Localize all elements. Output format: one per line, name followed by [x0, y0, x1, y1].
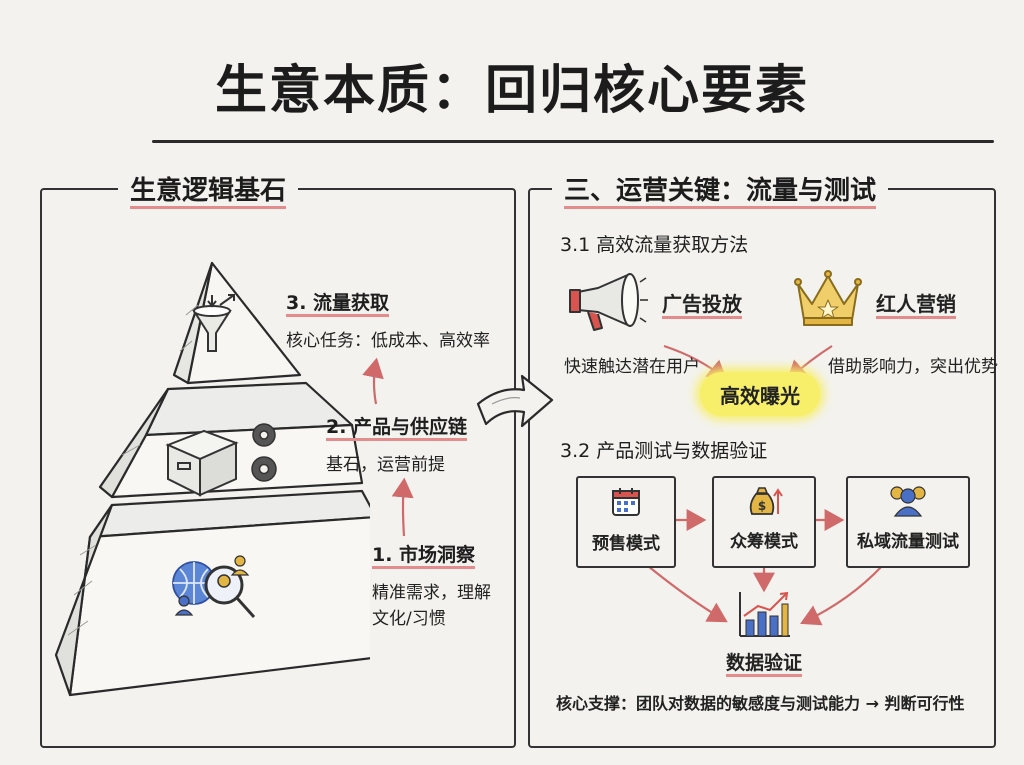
right-heading-text: 三、运营关键：流量与测试: [564, 176, 877, 209]
kol-label: 红人营销: [876, 288, 956, 319]
crown-icon: [794, 270, 862, 326]
presale-box: 预售模式: [576, 476, 676, 568]
calendar-icon: [612, 488, 640, 516]
arrow-step1-to-step2: [391, 477, 414, 537]
section1-title: 3.1 高效流量获取方法: [560, 234, 749, 256]
crowdfunding-label: 众筹模式: [730, 532, 798, 552]
data-validation-label: 数据验证: [712, 648, 816, 677]
arrow-private-to-data: [800, 565, 883, 626]
core-support-footer: 核心支撑：团队对数据的敏感度与测试能力 → 判断可行性: [556, 694, 965, 713]
megaphone-icon: [569, 273, 648, 331]
arrow-step2-to-step3: [362, 357, 384, 405]
step-3-desc: 核心任务：低成本、高效率: [286, 331, 490, 351]
ads-desc: 快速触达潜在用户: [564, 357, 700, 377]
left-panel-heading: 生意逻辑基石: [118, 170, 299, 209]
box-icon: [165, 429, 239, 497]
funnel-icon: [192, 294, 235, 352]
page-title: 生意本质：回归核心要素: [214, 61, 809, 121]
users-icon: [890, 486, 926, 517]
step-1-label: 1. 市场洞察: [372, 540, 476, 569]
left-heading-text: 生意逻辑基石: [130, 176, 287, 209]
private-traffic-label: 私域流量测试: [857, 532, 959, 552]
step-2-desc: 基石，运营前提: [326, 455, 445, 475]
big-arrow-icon: [476, 374, 554, 428]
step-1-desc-line1: 精准需求，理解: [372, 583, 491, 603]
gear-icon: [251, 423, 277, 482]
step-1-desc-line2: 文化/习惯: [372, 609, 446, 629]
ads-label: 广告投放: [662, 288, 742, 319]
magnifier-icon: [204, 565, 256, 619]
presale-label: 预售模式: [592, 534, 660, 554]
private-traffic-box: 私域流量测试: [846, 476, 970, 568]
exposure-highlight: [700, 372, 820, 416]
section2-title: 3.2 产品测试与数据验证: [560, 440, 768, 462]
title-divider: [152, 140, 994, 143]
step-2-label: 2. 产品与供应链: [326, 412, 468, 441]
pyramid-diagram: [54, 261, 370, 697]
svg-text:$: $: [758, 499, 766, 513]
right-panel-heading: 三、运营关键：流量与测试: [552, 170, 889, 209]
user-icon: [230, 555, 250, 576]
user-icon: [174, 595, 194, 616]
kol-desc: 借助影响力，突出优势: [828, 357, 998, 377]
arrow-presale-to-data: [647, 565, 728, 623]
money-bag-icon: $: [749, 487, 783, 515]
exposure-label: 高效曝光: [720, 384, 800, 408]
step-3-label: 3. 流量获取: [286, 288, 390, 317]
growth-chart-icon: [739, 591, 790, 637]
crowdfunding-box: $ 众筹模式: [712, 476, 816, 568]
